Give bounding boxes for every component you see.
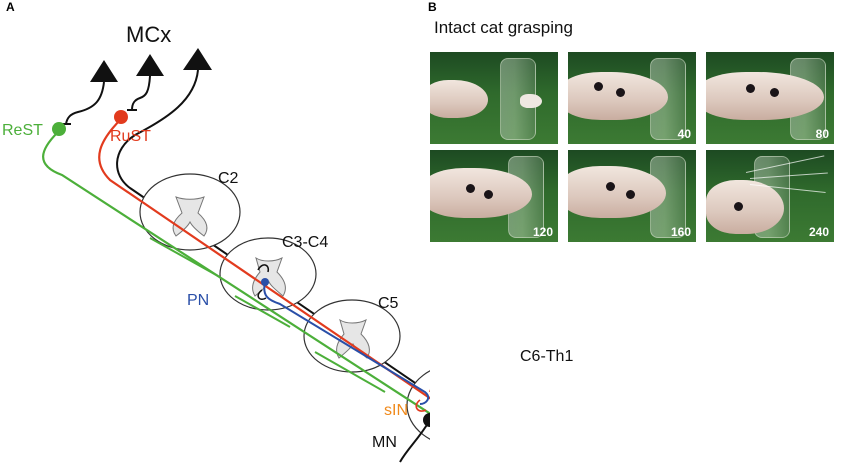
grasp-frame-240: 240	[706, 150, 834, 242]
rust-label: RuST	[110, 128, 151, 145]
corticospinal-tract	[116, 69, 430, 395]
mcx-to-rest-axon	[65, 81, 105, 125]
mn-cell-body	[423, 413, 430, 427]
mn-label: MN	[372, 434, 397, 451]
mcx-neuron-2	[136, 54, 164, 76]
mcx-neuron-3	[183, 48, 212, 70]
sin-label: sIN	[384, 402, 408, 419]
grasp-frame-0	[430, 52, 558, 144]
grasp-frame-120: 120	[430, 150, 558, 242]
segment-c5	[303, 299, 401, 373]
grasp-frame-40: 40	[568, 52, 696, 144]
frame-time-40: 40	[677, 127, 691, 141]
segment-label-c6-th1: C6-Th1	[520, 348, 574, 365]
frame-time-120: 120	[532, 225, 553, 239]
pn-label: PN	[187, 292, 210, 309]
segment-c2	[139, 173, 241, 251]
frame-time-80: 80	[815, 127, 829, 141]
grasp-frame-160: 160	[568, 150, 696, 242]
segment-label-c3-c4: C3-C4	[282, 234, 329, 251]
rest-tract	[42, 131, 430, 415]
pn-axon	[263, 281, 430, 405]
c6-collaterals	[415, 389, 430, 412]
photo-panel-title: Intact cat grasping	[434, 18, 573, 37]
mcx-label: MCx	[126, 22, 172, 47]
mcx-neuron-1	[90, 60, 118, 82]
rest-label: ReST	[2, 122, 43, 139]
rest-cell-body	[52, 122, 66, 136]
rest-branch-1	[149, 237, 219, 277]
rest-branch-2	[234, 295, 291, 328]
rust-cell-body	[114, 110, 128, 124]
pn-cell-body	[261, 278, 269, 286]
grasp-frame-80: 80	[706, 52, 834, 144]
segment-label-c5: C5	[378, 295, 399, 312]
panel-a-letter: A	[6, 0, 15, 14]
rest-branch-3	[314, 351, 386, 393]
panel-b-letter: B	[428, 0, 437, 14]
frame-time-240: 240	[808, 225, 829, 239]
frame-time-160: 160	[670, 225, 691, 239]
rust-tract	[98, 117, 430, 400]
segment-c3-c4	[219, 237, 317, 311]
pathway-diagram	[42, 48, 430, 463]
c3c4-collaterals	[257, 264, 270, 301]
segment-label-c2: C2	[218, 170, 239, 187]
mcx-to-rust-axon	[131, 75, 151, 111]
